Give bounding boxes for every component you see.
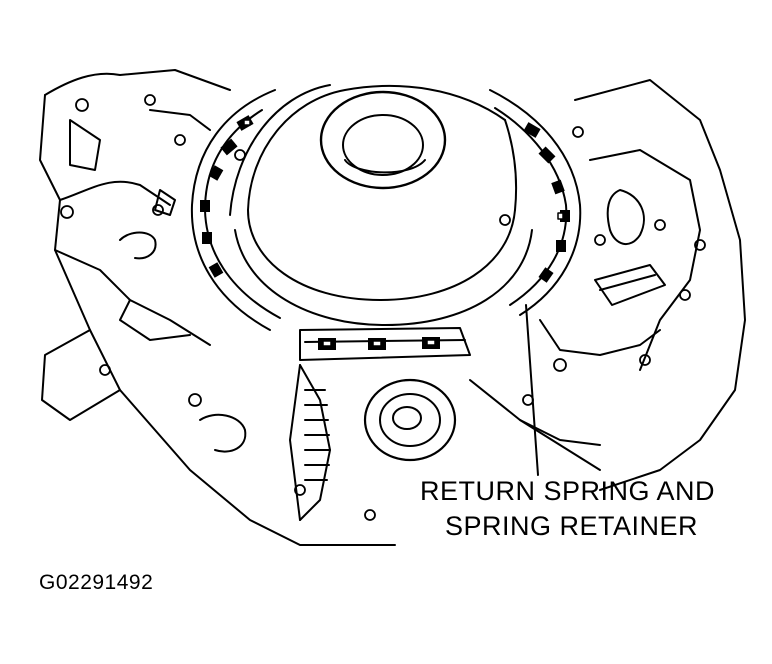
callout-label-line1: RETURN SPRING AND — [420, 476, 716, 506]
figure-id-label: G02291492 — [39, 571, 154, 594]
return-spring-and-spring-retainer — [192, 90, 580, 360]
callout-leader-line — [526, 305, 538, 475]
transmission-case — [40, 70, 745, 545]
bolt-holes — [61, 95, 705, 520]
clutch-drum — [230, 85, 532, 325]
callout-label-line2: SPRING RETAINER — [445, 511, 699, 541]
lower-hub — [365, 380, 455, 460]
